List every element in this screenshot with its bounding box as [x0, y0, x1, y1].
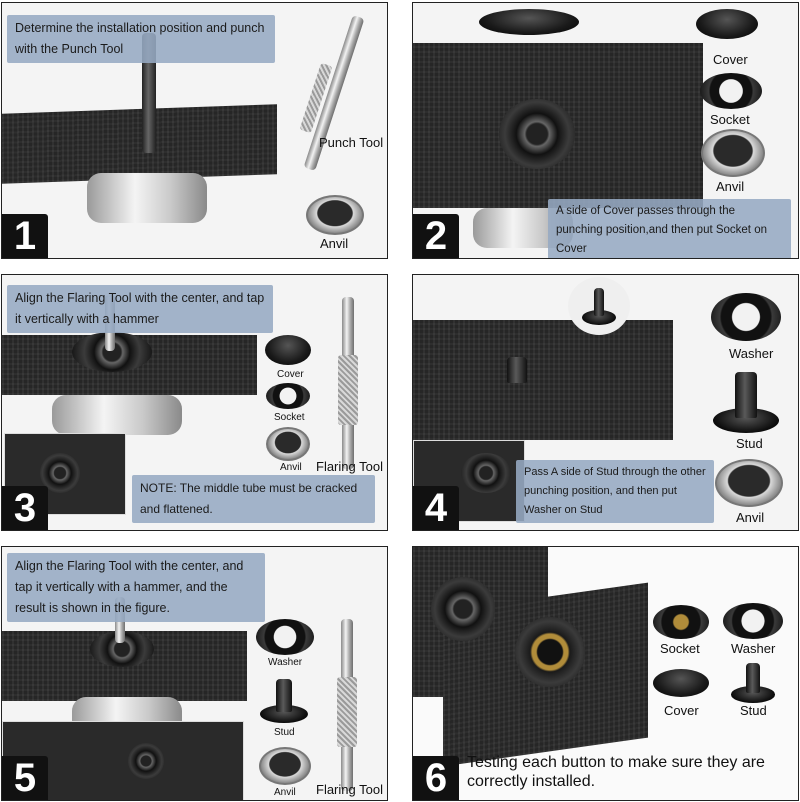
stud-part-icon	[731, 659, 775, 703]
stud-label: Stud	[740, 703, 767, 718]
step-3-number: 3	[2, 486, 48, 530]
anvil-block-image	[87, 173, 207, 223]
cover-snap-image	[431, 577, 495, 641]
step-2-panel: Cover Socket Anvil A side of Cover passe…	[412, 2, 799, 259]
installed-stud-image	[128, 743, 164, 779]
socket-on-strap	[499, 99, 575, 169]
cover-part-icon	[653, 669, 709, 697]
step-6-number: 6	[413, 756, 459, 800]
step-4-number: 4	[413, 486, 459, 530]
stud-on-strap	[461, 453, 511, 493]
socket-label: Socket	[660, 641, 700, 656]
strap-image	[2, 104, 277, 184]
step-1-number: 1	[2, 214, 48, 258]
socket-part-icon	[700, 73, 762, 109]
anvil-part-icon	[701, 129, 765, 177]
stud-label: Stud	[274, 727, 295, 738]
washer-part-icon	[256, 619, 314, 655]
stud-part-icon	[713, 367, 779, 433]
washer-part-icon	[711, 293, 781, 341]
socket-snap-image	[515, 617, 585, 687]
cover-part-icon	[265, 335, 311, 365]
stud-part-icon	[260, 675, 308, 723]
anvil-part-icon	[715, 459, 783, 507]
socket-label: Socket	[710, 112, 750, 127]
anvil-label: Anvil	[280, 462, 302, 473]
washer-label: Washer	[729, 346, 774, 361]
stud-hole-image	[507, 357, 527, 383]
socket-part-icon	[266, 383, 310, 409]
anvil-part-icon	[306, 195, 364, 235]
step-5-panel: Align the Flaring Tool with the center, …	[1, 546, 388, 801]
step-2-number: 2	[413, 214, 459, 258]
flaring-tool-grip	[338, 355, 358, 425]
flaring-tool-label: Flaring Tool	[316, 782, 383, 797]
step-6-panel: Socket Washer Cover Stud Testing each bu…	[412, 546, 799, 801]
washer-part-icon	[723, 603, 783, 639]
step-6-caption: Testing each button to make sure they ar…	[467, 754, 765, 790]
anvil-label: Anvil	[716, 179, 745, 194]
cover-label: Cover	[277, 369, 304, 380]
strap-image	[413, 320, 673, 440]
anvil-block-image	[52, 395, 182, 435]
step-1-caption: Determine the installation position and …	[7, 15, 275, 63]
washer-label: Washer	[731, 641, 776, 656]
anvil-part-icon	[266, 427, 310, 461]
step-1-panel: Determine the installation position and …	[1, 2, 388, 259]
flaring-tool-grip	[337, 677, 357, 747]
step-5-caption: Align the Flaring Tool with the center, …	[7, 553, 265, 622]
step-4-panel: Washer Stud Anvil Pass A side of Stud th…	[412, 274, 799, 531]
anvil-part-icon	[259, 747, 311, 785]
washer-label: Washer	[268, 657, 303, 668]
punch-tool-label: Punch Tool	[319, 135, 384, 150]
cover-label: Cover	[713, 52, 748, 67]
socket-part-icon	[653, 605, 709, 639]
flaring-tool-label: Flaring Tool	[316, 459, 383, 474]
stud-closeup-circle	[568, 277, 630, 335]
anvil-label: Anvil	[320, 236, 349, 251]
anvil-label: Anvil	[274, 787, 296, 798]
step-3-panel: Align the Flaring Tool with the center, …	[1, 274, 388, 531]
cover-part-icon	[696, 9, 758, 39]
step-2-caption: A side of Cover passes through the punch…	[548, 199, 791, 258]
step-4-caption: Pass A side of Stud through the other pu…	[516, 460, 714, 523]
punch-tool-in-use	[142, 33, 156, 153]
socket-label: Socket	[274, 412, 305, 423]
cover-part-top	[479, 9, 579, 35]
step-3-caption: Align the Flaring Tool with the center, …	[7, 285, 273, 333]
cover-label: Cover	[664, 703, 699, 718]
anvil-label: Anvil	[736, 510, 765, 525]
step-5-number: 5	[2, 756, 48, 800]
stud-label: Stud	[736, 436, 763, 451]
step-3-note: NOTE: The middle tube must be cracked an…	[132, 475, 375, 523]
